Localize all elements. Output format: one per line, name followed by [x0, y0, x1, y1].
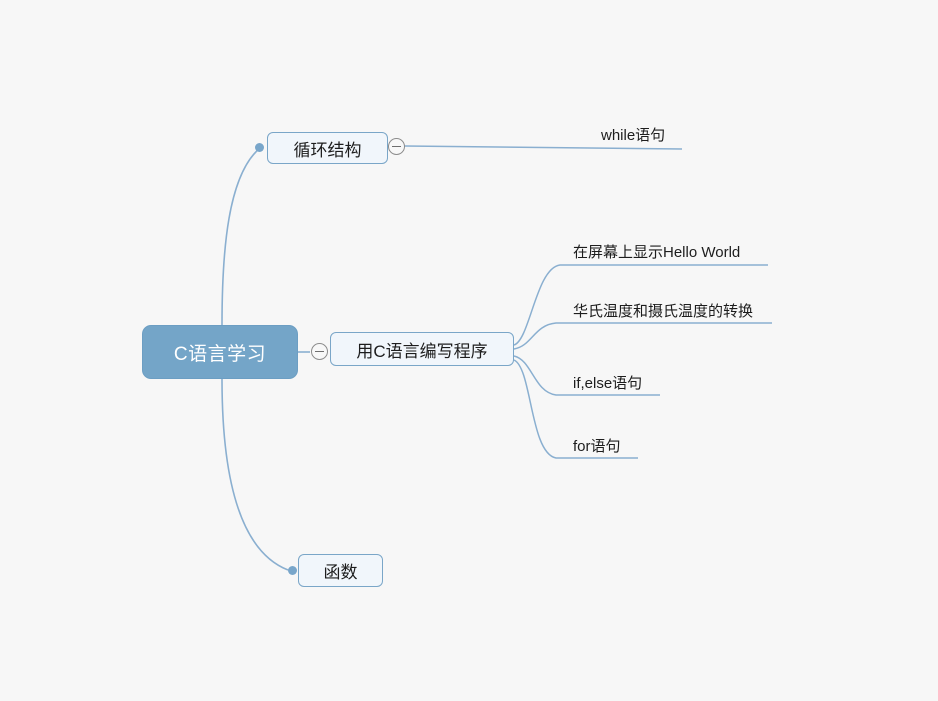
branch-node-function-label: 函数 [323, 563, 358, 582]
edge-root-to-function [221, 378, 289, 571]
leaf-label-temperature[interactable]: 华氏温度和摄氏温度的转换 [573, 303, 754, 320]
edge-write-to-temperature [513, 322, 772, 350]
connector-dot-function [288, 566, 297, 575]
branch-node-loop[interactable]: 循环结构 [267, 132, 388, 164]
connector-dot-loop [255, 143, 264, 152]
branch-node-write-program-label: 用C语言编写程序 [356, 341, 488, 361]
root-node-label: C语言学习 [173, 343, 267, 365]
branch-node-write-program[interactable]: 用C语言编写程序 [330, 332, 514, 366]
leaf-label-if-else[interactable]: if,else语句 [573, 375, 643, 392]
root-node[interactable]: C语言学习 [142, 325, 298, 379]
branch-node-function[interactable]: 函数 [298, 554, 383, 587]
leaf-label-hello-world[interactable]: 在屏幕上显示Hello World [573, 244, 741, 261]
minus-circle-icon-write-program[interactable] [311, 343, 328, 360]
leaf-label-while[interactable]: while语句 [601, 127, 666, 144]
branch-node-loop-label: 循环结构 [293, 140, 362, 160]
edge-root-to-loop [221, 147, 261, 326]
minus-circle-icon-loop[interactable] [388, 138, 405, 155]
leaf-label-for[interactable]: for语句 [573, 438, 621, 455]
edge-loop-to-while [404, 145, 683, 150]
